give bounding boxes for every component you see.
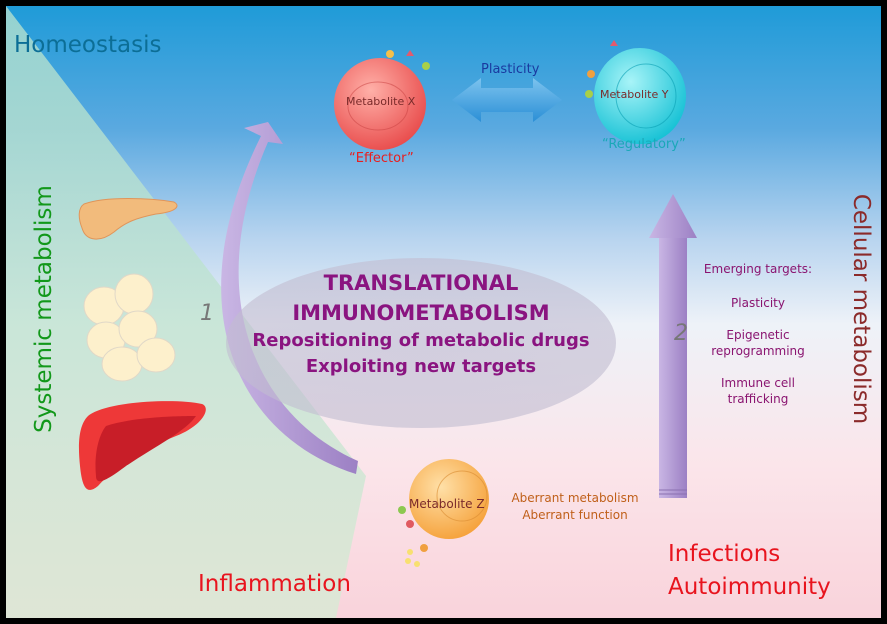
systemic-metabolism-label: Systemic metabolism bbox=[31, 185, 57, 433]
liver-icon bbox=[78, 401, 206, 490]
plasticity-label: Plasticity bbox=[481, 62, 540, 77]
aberrant-cell bbox=[398, 459, 489, 567]
receptor-icon bbox=[587, 70, 595, 78]
receptor-icon bbox=[422, 62, 430, 70]
center-title-block: TRANSLATIONAL IMMUNOMETABOLISM Repositio… bbox=[226, 268, 616, 380]
infections-autoimmunity-label: Infections Autoimmunity bbox=[668, 538, 831, 604]
aberrant-notes: Aberrant metabolism Aberrant function bbox=[500, 490, 650, 524]
target-trafficking: trafficking bbox=[727, 392, 789, 406]
diagram-canvas: Homeostasis Systemic metabolism Cellular… bbox=[6, 6, 881, 618]
pancreas-icon bbox=[78, 198, 178, 240]
receptor-icon bbox=[386, 50, 394, 58]
effector-caption: “Effector” bbox=[349, 151, 414, 166]
plasticity-double-arrow bbox=[452, 78, 562, 122]
aberrant-function-note: Aberrant function bbox=[522, 508, 628, 522]
receptor-icon bbox=[406, 50, 414, 56]
inflammation-label: Inflammation bbox=[198, 571, 351, 597]
arrow-2-number: 2 bbox=[674, 321, 688, 346]
arrow-2 bbox=[649, 194, 697, 498]
target-epigenetic: Epigenetic bbox=[726, 328, 790, 342]
target-reprogramming: reprogramming bbox=[711, 344, 805, 358]
center-line-4: Exploiting new targets bbox=[305, 356, 537, 377]
metabolite-x-label: Metabolite X bbox=[346, 95, 416, 108]
receptor-icon bbox=[406, 520, 414, 528]
homeostasis-label: Homeostasis bbox=[14, 32, 162, 58]
aberrant-metabolism-note: Aberrant metabolism bbox=[511, 491, 639, 505]
emerging-targets-heading: Emerging targets: bbox=[703, 262, 813, 276]
center-line-3: Repositioning of metabolic drugs bbox=[252, 330, 590, 351]
target-immune-cell: Immune cell bbox=[721, 376, 795, 390]
regulatory-caption: “Regulatory” bbox=[602, 137, 686, 152]
receptor-icon bbox=[610, 40, 618, 46]
metabolite-y-label: Metabolite Y bbox=[600, 88, 669, 101]
target-plasticity: Plasticity bbox=[731, 296, 785, 310]
adipose-tissue-icon bbox=[83, 273, 176, 382]
receptor-icon bbox=[420, 544, 428, 552]
center-line-2: IMMUNOMETABOLISM bbox=[292, 301, 550, 325]
arrow-1-number: 1 bbox=[200, 301, 214, 326]
receptor-icon bbox=[398, 506, 406, 514]
metabolite-z-label: Metabolite Z bbox=[409, 497, 485, 511]
infections-label: Infections bbox=[668, 541, 781, 567]
receptor-icon bbox=[585, 90, 593, 98]
regulatory-cell bbox=[585, 40, 686, 144]
effector-cell bbox=[334, 50, 430, 150]
systemic-triangle bbox=[6, 6, 697, 618]
autoimmunity-label: Autoimmunity bbox=[668, 574, 831, 600]
cellular-metabolism-label: Cellular metabolism bbox=[848, 193, 874, 425]
center-line-1: TRANSLATIONAL bbox=[323, 271, 519, 295]
emerging-targets-panel: Emerging targets: Plasticity Epigenetic … bbox=[693, 261, 823, 407]
center-oval bbox=[226, 258, 616, 428]
